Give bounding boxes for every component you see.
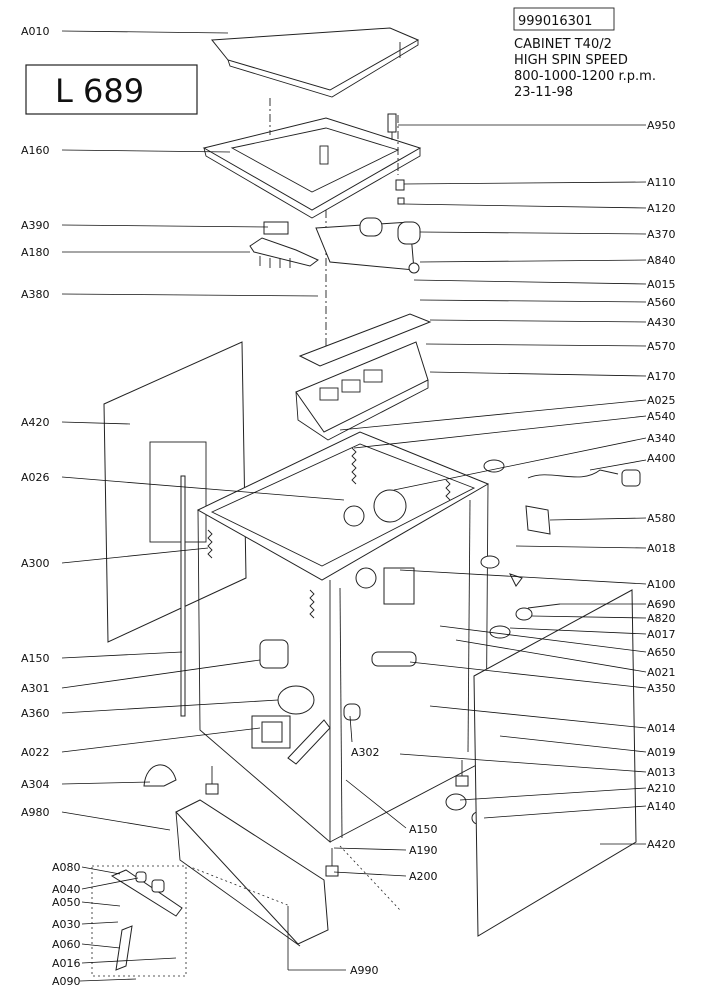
label-a990: A990 — [350, 964, 379, 977]
model-box — [25, 64, 198, 115]
label-a013: A013 — [647, 766, 676, 779]
label-a400: A400 — [647, 452, 676, 465]
label-a022: A022 — [21, 746, 50, 759]
part-labels: A010 A160 A390 A180 A380 A420 A026 A300 … — [21, 25, 676, 988]
label-a010: A010 — [21, 25, 50, 38]
label-a302: A302 — [351, 746, 380, 759]
code-box — [513, 7, 615, 31]
label-a015: A015 — [647, 278, 676, 291]
label-a100: A100 — [647, 578, 676, 591]
label-a430: A430 — [647, 316, 676, 329]
label-a360: A360 — [21, 707, 50, 720]
label-a200: A200 — [409, 870, 438, 883]
label-a540: A540 — [647, 410, 676, 423]
label-a050: A050 — [52, 896, 81, 909]
parts-drawing — [91, 27, 641, 977]
label-a040: A040 — [52, 883, 81, 896]
label-a160: A160 — [21, 144, 50, 157]
label-a014: A014 — [647, 722, 676, 735]
label-a190: A190 — [409, 844, 438, 857]
label-a980: A980 — [21, 806, 50, 819]
label-a560: A560 — [647, 296, 676, 309]
label-a180: A180 — [21, 246, 50, 259]
model-text: L 689 — [55, 72, 144, 110]
label-a140: A140 — [647, 800, 676, 813]
title-line-2: HIGH SPIN SPEED — [514, 53, 628, 68]
label-a950: A950 — [647, 119, 676, 132]
label-a120: A120 — [647, 202, 676, 215]
label-a019: A019 — [647, 746, 676, 759]
label-a570: A570 — [647, 340, 676, 353]
label-a150-left: A150 — [21, 652, 50, 665]
label-a304: A304 — [21, 778, 50, 791]
label-a390: A390 — [21, 219, 50, 232]
label-a340: A340 — [647, 432, 676, 445]
label-a110: A110 — [647, 176, 676, 189]
label-a016: A016 — [52, 957, 81, 970]
title-line-3: 800-1000-1200 r.p.m. — [514, 69, 656, 84]
code-text: 999016301 — [518, 14, 592, 29]
title-line-1: CABINET T40/2 — [514, 37, 612, 52]
label-a820: A820 — [647, 612, 676, 625]
label-a380: A380 — [21, 288, 50, 301]
label-a300: A300 — [21, 557, 50, 570]
label-a690: A690 — [647, 598, 676, 611]
leader-lines — [61, 30, 647, 982]
label-a420-left: A420 — [21, 416, 50, 429]
title-line-4: 23-11-98 — [514, 85, 573, 100]
label-a030: A030 — [52, 918, 81, 931]
label-a060: A060 — [52, 938, 81, 951]
label-a370: A370 — [647, 228, 676, 241]
label-a580: A580 — [647, 512, 676, 525]
label-a021: A021 — [647, 666, 676, 679]
label-a090: A090 — [52, 975, 81, 988]
label-a840: A840 — [647, 254, 676, 267]
label-a350: A350 — [647, 682, 676, 695]
label-a170: A170 — [647, 370, 676, 383]
label-a301: A301 — [21, 682, 50, 695]
label-a026: A026 — [21, 471, 50, 484]
label-a080: A080 — [52, 861, 81, 874]
label-a018: A018 — [647, 542, 676, 555]
label-a025: A025 — [647, 394, 676, 407]
label-a017: A017 — [647, 628, 676, 641]
label-a210: A210 — [647, 782, 676, 795]
label-a650: A650 — [647, 646, 676, 659]
label-a150-center: A150 — [409, 823, 438, 836]
label-a420-right: A420 — [647, 838, 676, 851]
